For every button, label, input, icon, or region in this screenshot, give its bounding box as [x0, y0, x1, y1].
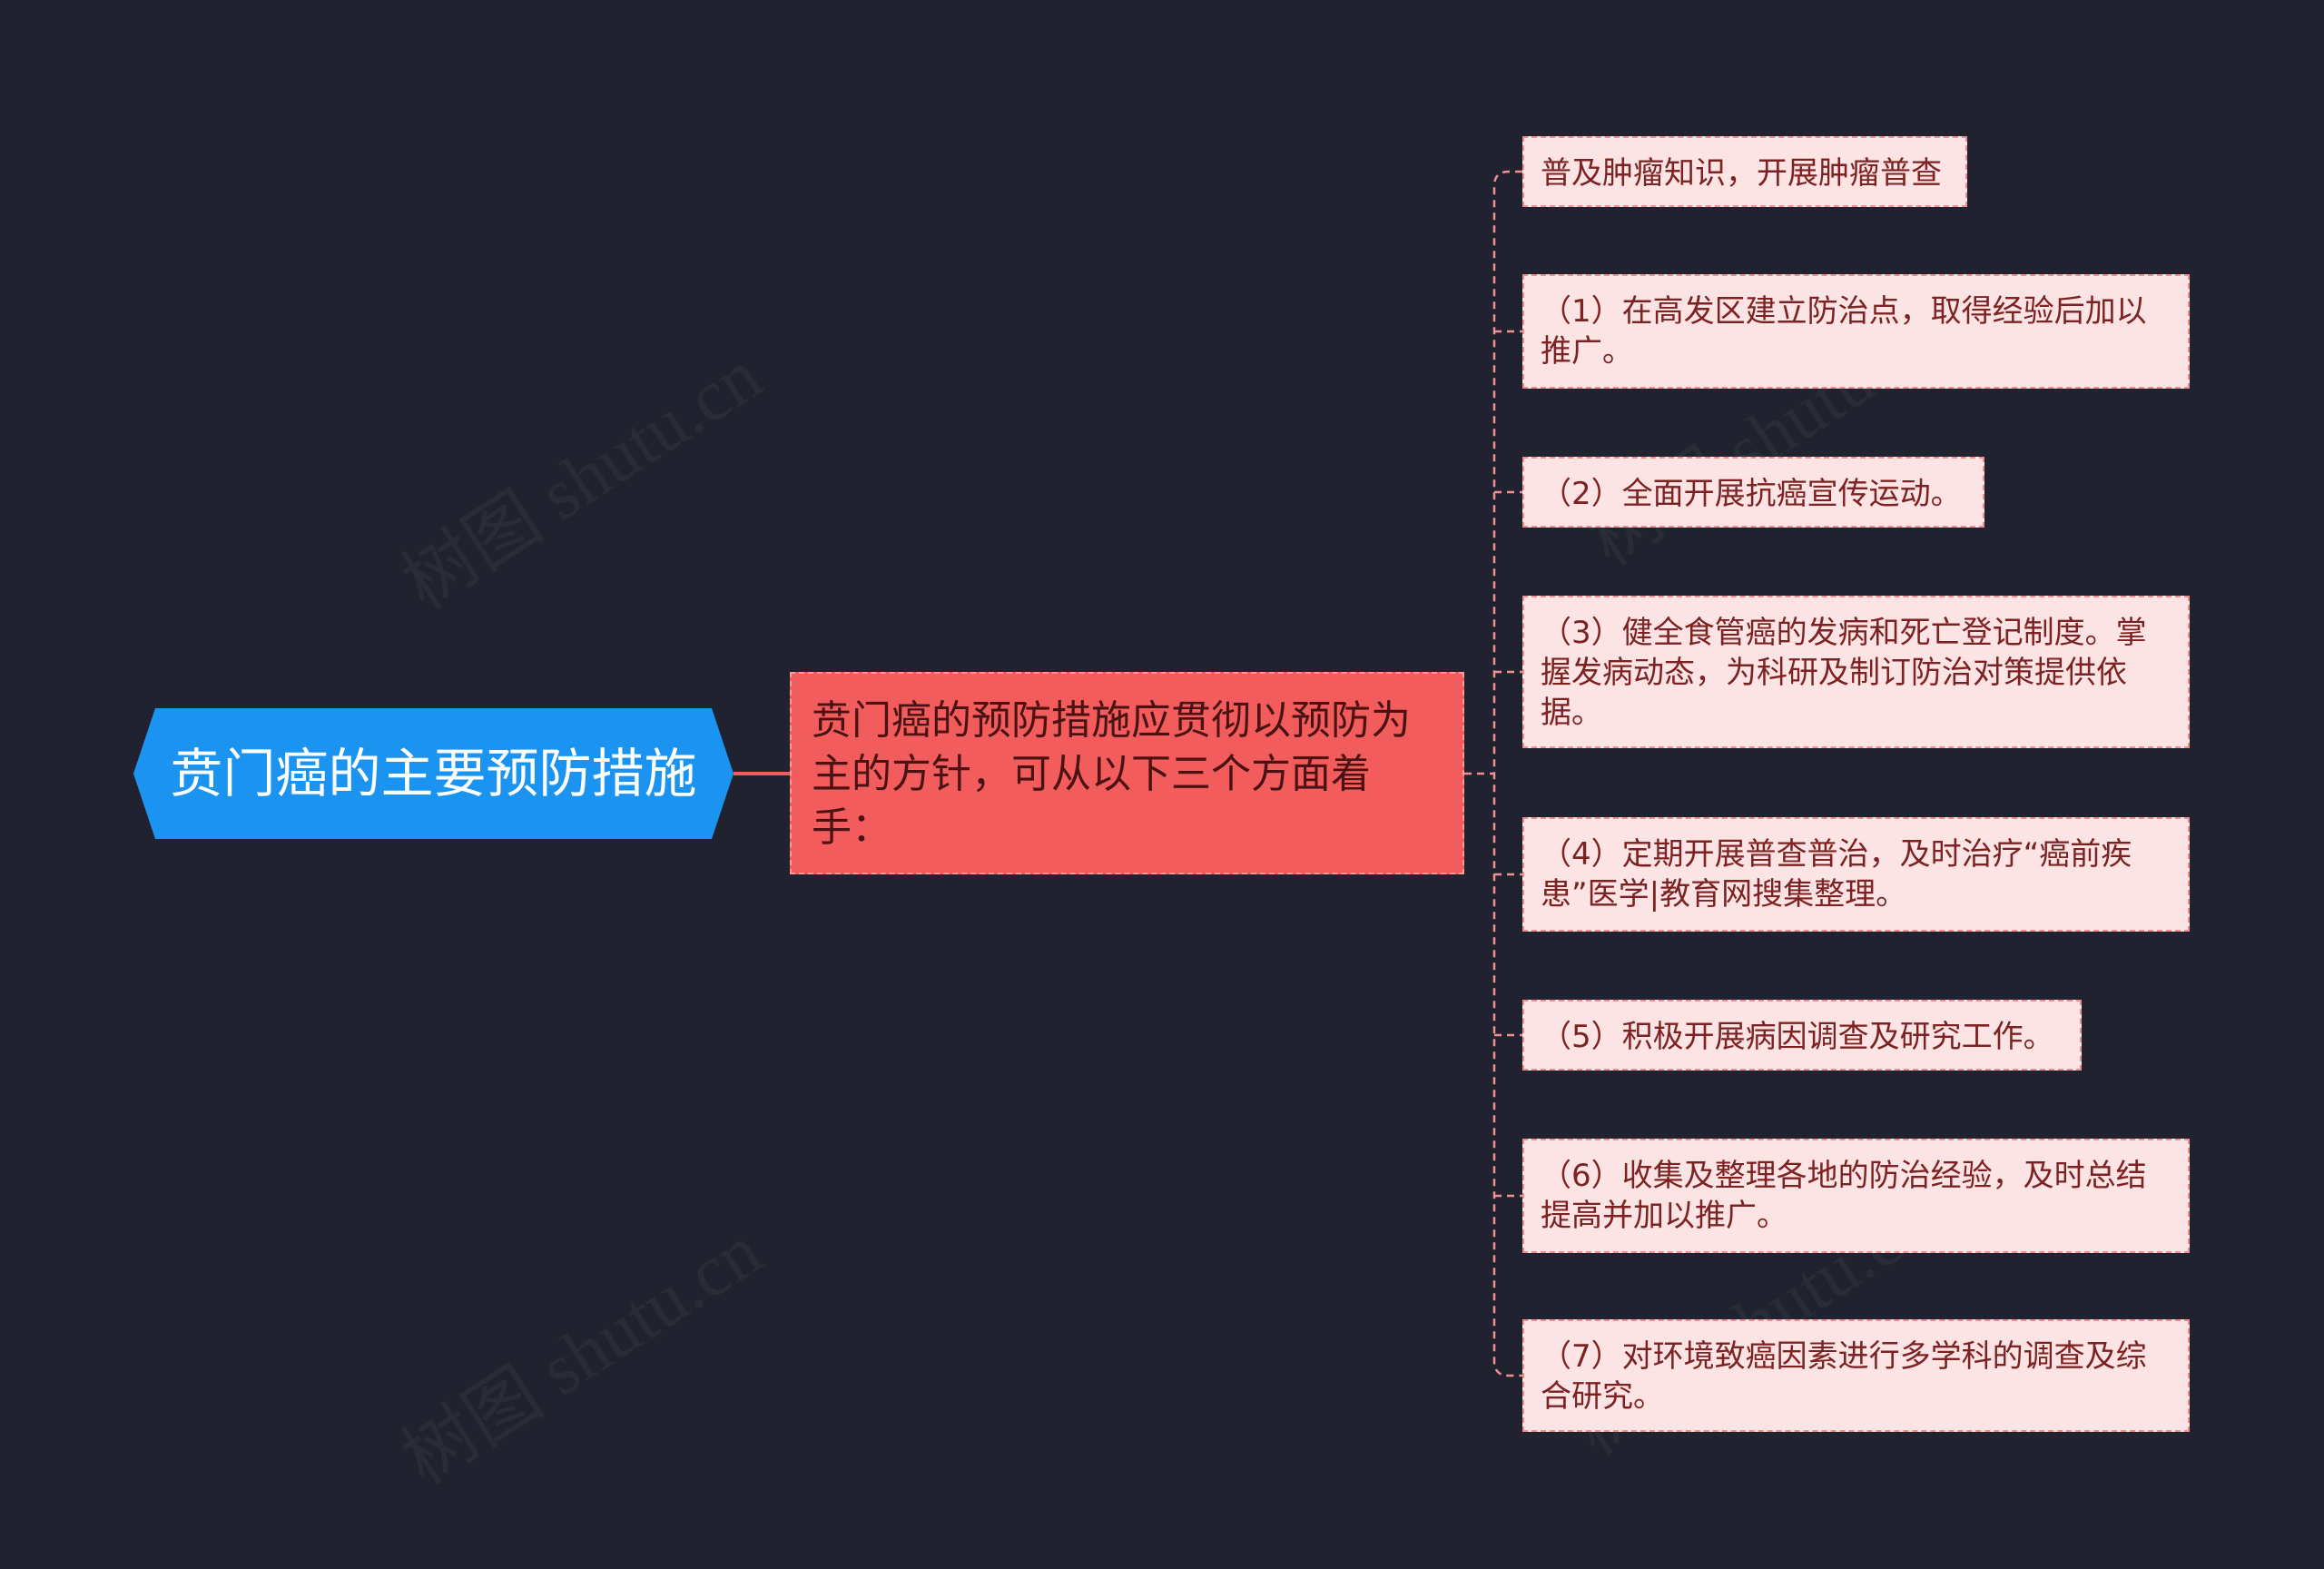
root-topic-label: 贲门癌的主要预防措施: [170, 743, 697, 804]
summary-topic-node[interactable]: 贲门癌的预防措施应贯彻以预防为主的方针，可从以下三个方面着手：: [790, 672, 1464, 874]
subtopic-label: （4）定期开展普查普治，及时治疗“癌前疾患”医学|教育网搜集整理。: [1541, 836, 2132, 913]
subtopic-node[interactable]: （1）在高发区建立防治点，取得经验后加以推广。: [1522, 274, 2190, 389]
branch-trunk-line: [1492, 170, 1522, 1377]
subtopic-node[interactable]: （5）积极开展病因调查及研究工作。: [1522, 1000, 2082, 1071]
subtopic-label: 普及肿瘤知识，开展肿瘤普查: [1541, 155, 1942, 192]
subtopic-label: （7）对环境致癌因素进行多学科的调查及综合研究。: [1541, 1338, 2147, 1415]
subtopic-node[interactable]: （6）收集及整理各地的防治经验，及时总结提高并加以推广。: [1522, 1139, 2190, 1253]
subtopic-node[interactable]: （4）定期开展普查普治，及时治疗“癌前疾患”医学|教育网搜集整理。: [1522, 817, 2190, 932]
subtopic-node[interactable]: （3）健全食管癌的发病和死亡登记制度。掌握发病动态，为科研及制订防治对策提供依据…: [1522, 596, 2190, 748]
subtopic-label: （6）收集及整理各地的防治经验，及时总结提高并加以推广。: [1541, 1158, 2147, 1234]
subtopic-label: （2）全面开展抗癌宣传运动。: [1541, 476, 1962, 512]
root-topic-node[interactable]: 贲门癌的主要预防措施: [133, 708, 734, 839]
subtopic-label: （1）在高发区建立防治点，取得经验后加以推广。: [1541, 293, 2147, 370]
summary-topic-label: 贲门癌的预防措施应贯彻以预防为主的方针，可从以下三个方面着手：: [812, 697, 1411, 851]
subtopic-label: （3）健全食管癌的发病和死亡登记制度。掌握发病动态，为科研及制订防治对策提供依据…: [1541, 615, 2147, 731]
subtopic-label: （5）积极开展病因调查及研究工作。: [1541, 1019, 2054, 1055]
subtopic-node[interactable]: （7）对环境致癌因素进行多学科的调查及综合研究。: [1522, 1319, 2190, 1432]
subtopic-node[interactable]: 普及肿瘤知识，开展肿瘤普查: [1522, 136, 1967, 207]
subtopic-node[interactable]: （2）全面开展抗癌宣传运动。: [1522, 457, 1984, 528]
